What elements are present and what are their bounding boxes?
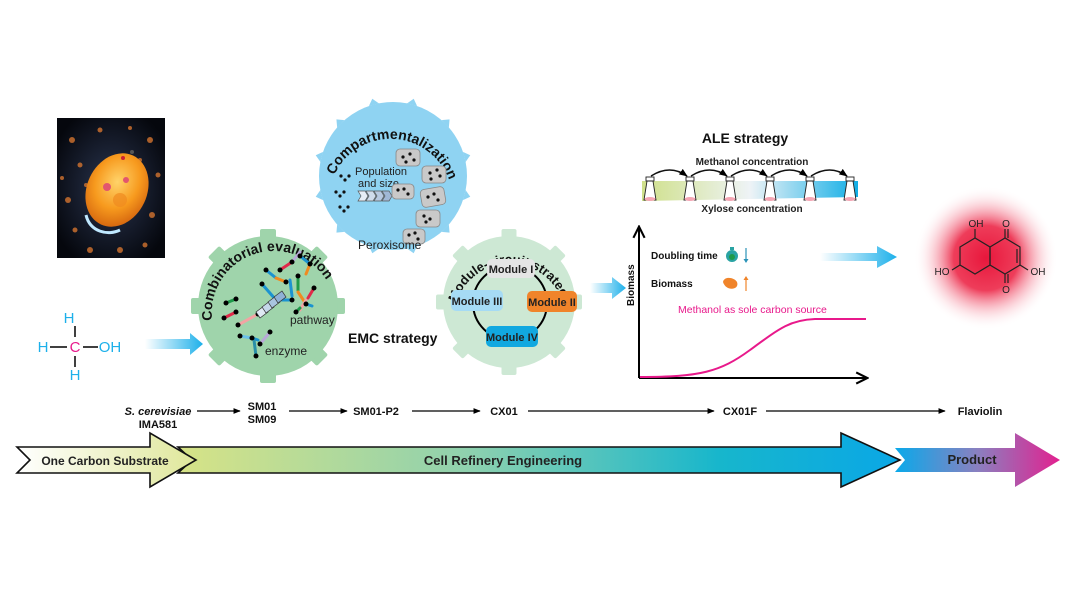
pathway-label: pathway [290, 313, 335, 327]
membrane-spike [462, 151, 471, 162]
gear-tooth [308, 246, 328, 266]
transfer-arrow [650, 168, 688, 177]
module-1-label: Module I [489, 264, 534, 276]
module-1-box [487, 259, 535, 278]
strain-5-name: Flaviolin [958, 406, 1003, 418]
flask-icon [803, 176, 817, 201]
ale-title: ALE strategy [702, 130, 789, 146]
transfer-arrow [730, 168, 768, 177]
flaviolin-ho-left: HO [935, 267, 950, 278]
gear-tooth [208, 346, 228, 366]
flaviolin-oh-top: OH [969, 219, 984, 230]
product-stage-arrow [895, 433, 1060, 487]
gear-tooth [308, 346, 328, 366]
flaviolin-oh-right: OH [1031, 267, 1046, 278]
methanol-concentration-label: Methanol concentration [696, 157, 809, 168]
substrate-stage-label: One Carbon Substrate [41, 454, 169, 468]
strain-1-name: SM01 [248, 401, 277, 413]
strain-1-name2: SM09 [248, 414, 277, 426]
module-3-box [451, 290, 503, 311]
module-3-label: Module III [452, 296, 503, 308]
methanol-atom-oh: OH [99, 339, 122, 356]
flask-icon [683, 176, 697, 201]
peroxisome-label: Peroxisome [358, 238, 422, 252]
membrane-spike [315, 190, 324, 201]
flaviolin-o-bottom: O [1002, 285, 1010, 296]
concentration-gradient-band [642, 181, 858, 201]
growth-plot: Biomass Doubling time Biomass Methanol a… [626, 228, 866, 378]
membrane-spike [462, 190, 471, 201]
y-axis-label: Biomass [626, 264, 637, 306]
methanol-atom-h-bottom: H [70, 367, 81, 384]
membrane-spike [336, 119, 345, 128]
size-label: and size [358, 178, 399, 190]
transfer-arrow [690, 168, 728, 177]
compartmentalization-circle: Compartmentalization Population and size [315, 98, 471, 254]
product-stage-label: Product [947, 452, 997, 467]
arrow-down-head [743, 259, 749, 263]
enzyme-label: enzyme [265, 344, 307, 358]
stage-arrows: Product Cell Refinery Engineering One Ca… [15, 431, 1060, 489]
flaviolin-o-top: O [1002, 219, 1010, 230]
flask-icon [843, 176, 857, 201]
module-2-label: Module II [528, 297, 576, 309]
module-2-box [527, 291, 577, 312]
strain-2-name: SM01-P2 [353, 406, 399, 418]
input-arrow [145, 333, 203, 355]
membrane-spike [407, 245, 418, 254]
strain-lineage: S. cerevisiae IMA581 SM01 SM09 SM01-P2 C… [125, 401, 1003, 431]
membrane-spike [368, 98, 379, 107]
combinatorial-evaluation-gear: Combinatorial evaluation [191, 229, 345, 383]
biomass-label: Biomass [651, 279, 693, 290]
module-to-ale-arrow [590, 277, 626, 299]
arrow-up-head [743, 276, 749, 280]
emc-strategy-label: EMC strategy [348, 330, 438, 346]
population-label: Population [355, 166, 407, 178]
module-4-box [486, 326, 538, 347]
strain-0-name: S. cerevisiae [125, 406, 192, 418]
membrane-spike [368, 245, 379, 254]
substrate-stage-arrow [15, 431, 198, 489]
yeast-cell-icon [723, 277, 738, 289]
flask-icon [643, 176, 657, 201]
xylose-concentration-label: Xylose concentration [701, 204, 802, 215]
membrane-spike [336, 224, 345, 233]
membrane-spike [315, 151, 324, 162]
chevron-arrows-icon [255, 290, 287, 319]
growth-curve [639, 318, 866, 378]
flask-icon [763, 176, 777, 201]
ale-to-product-arrow [820, 246, 897, 268]
methanol-atom-c: C [70, 339, 81, 356]
engineering-stage-label: Cell Refinery Engineering [424, 453, 582, 468]
doubling-time-label: Doubling time [651, 251, 718, 262]
curve-label: Methanol as sole carbon source [678, 304, 827, 316]
flaviolin-structure: OH O O HO OH [914, 186, 1058, 330]
flask-icon [723, 176, 737, 201]
methanol-atom-h-top: H [64, 310, 75, 327]
membrane-spike [441, 119, 450, 128]
methanol-atom-h-left: H [38, 339, 49, 356]
membrane-spike [407, 98, 418, 107]
membrane-spike [441, 224, 450, 233]
strain-3-name: CX01 [490, 406, 518, 418]
transfer-arrow [810, 168, 848, 177]
transfer-arrow [770, 168, 808, 177]
gear-tooth [208, 246, 228, 266]
strain-4-name: CX01F [723, 406, 758, 418]
module-4-label: Module IV [486, 332, 539, 344]
strain-0-name2: IMA581 [139, 419, 178, 431]
methanol-structure: H H C OH H [38, 310, 122, 384]
stopwatch-icon [726, 247, 738, 262]
ale-strategy: ALE strategy Methanol concentration Xylo… [642, 130, 858, 215]
yeast-cell-image [57, 118, 165, 258]
chevron-arrows-icon [357, 190, 393, 202]
